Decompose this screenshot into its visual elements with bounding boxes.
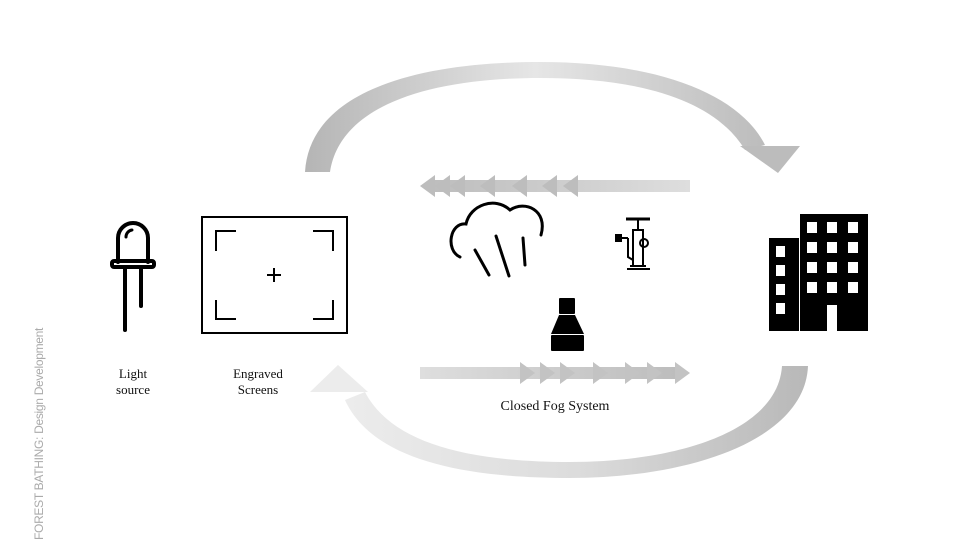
building-icon bbox=[769, 214, 868, 331]
light-source-label-line2: source bbox=[116, 382, 150, 397]
light-source-label: Light source bbox=[98, 366, 168, 398]
cloud-rain-icon bbox=[449, 201, 544, 278]
return-flow-arrow bbox=[420, 175, 690, 197]
bottom-cycle-arrow bbox=[310, 365, 808, 478]
fog-system-label: Closed Fog System bbox=[500, 399, 610, 414]
light-source-label-line1: Light bbox=[118, 366, 148, 381]
engraved-screens-label-line2: Screens bbox=[237, 382, 279, 397]
fog-nozzle-icon bbox=[551, 298, 584, 351]
engraved-screens-label: Engraved Screens bbox=[218, 366, 298, 398]
led-icon bbox=[110, 221, 156, 332]
supply-flow-arrow bbox=[420, 362, 690, 384]
engraved-screen-icon bbox=[201, 216, 348, 334]
engraved-screens-label-line1: Engraved bbox=[233, 366, 283, 381]
top-cycle-arrow bbox=[305, 62, 800, 173]
side-caption: FOREST BATHING: Design Development bbox=[32, 327, 46, 540]
air-pump-icon bbox=[615, 217, 650, 270]
